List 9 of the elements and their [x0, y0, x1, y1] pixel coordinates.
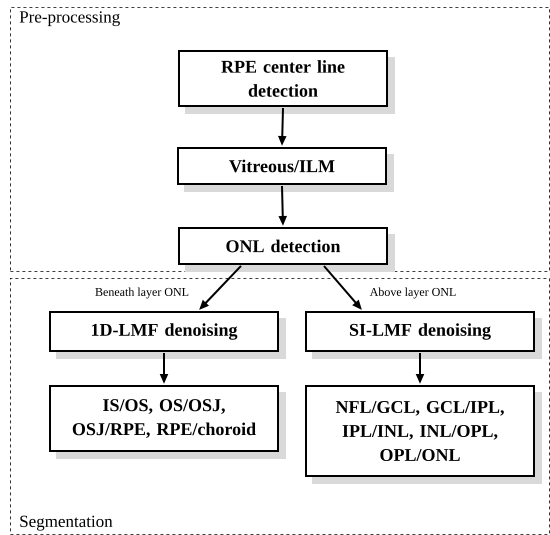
edge-label: Above layer ONL: [368, 286, 458, 300]
process-box: RPE center line detection: [178, 50, 395, 114]
process-box: Vitreous/ILM: [177, 147, 394, 192]
process-box: NFL/GCL, GCL/IPL, IPL/INL, INL/OPL, OPL/ONL: [305, 385, 542, 484]
process-box: SI-LMF denoising: [305, 311, 542, 359]
process-box: IS/OS, OS/OSJ, OSJ/RPE, RPE/choroid: [49, 385, 286, 459]
process-box: ONL detection: [178, 227, 395, 272]
process-box: 1D-LMF denoising: [49, 311, 286, 359]
edge-label: Beneath layer ONL: [94, 286, 190, 300]
